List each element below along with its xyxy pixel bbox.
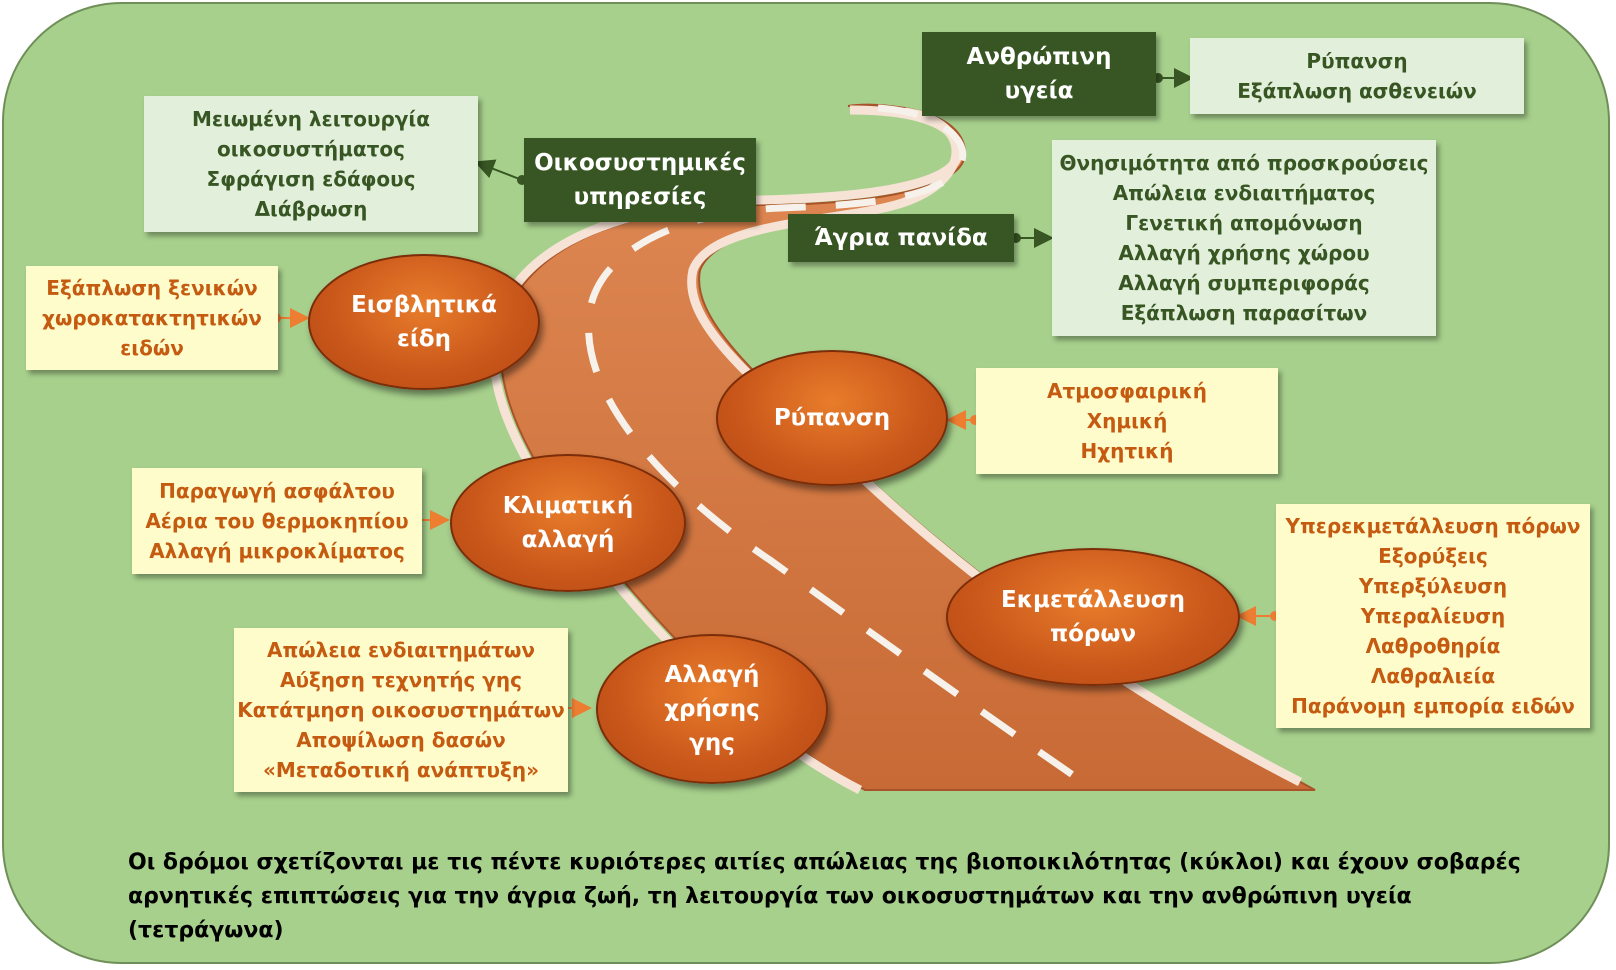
impact-health-details: Ρύπανση Εξάπλωση ασθενειών xyxy=(1190,38,1524,114)
detail-line: Θνησιμότητα από προσκρούσεις xyxy=(1059,151,1429,175)
detail-line: Ηχητική xyxy=(1080,439,1174,463)
impact-label-line: Οικοσυστημικές xyxy=(534,150,746,176)
cause-label-line: Κλιματική xyxy=(502,493,634,519)
detail-line: Χημική xyxy=(1086,409,1168,433)
caption-line: αρνητικές επιπτώσεις για την άγρια ζωή, … xyxy=(128,884,1412,943)
impact-human-health: Ανθρώπινη υγεία xyxy=(922,32,1156,116)
cause-landuse-details: Απώλεια ενδιαιτημάτων Αύξηση τεχνητής γη… xyxy=(234,628,568,792)
cause-exploitation-details: Υπερεκμετάλλευση πόρων Εξορύξεις Υπερξύλ… xyxy=(1276,504,1590,728)
cause-pollution: Ρύπανση xyxy=(716,350,948,486)
cause-label-line: Εκμετάλλευση xyxy=(1001,587,1185,613)
detail-line: Αέρια του θερμοκηπίου xyxy=(145,509,409,533)
detail-line: Μειωμένη λειτουργία xyxy=(192,107,430,131)
cause-label-line: Εισβλητικά xyxy=(351,292,497,318)
detail-line: Διάβρωση xyxy=(254,197,368,221)
detail-line: οικοσυστήματος xyxy=(217,137,405,161)
cause-label-line: γης xyxy=(689,730,735,756)
detail-line: «Μεταδοτική ανάπτυξη» xyxy=(262,758,540,782)
cause-climate-change: Κλιματική αλλαγή xyxy=(450,454,686,592)
cause-resource-exploitation: Εκμετάλλευση πόρων xyxy=(946,548,1240,686)
impact-label-line: υπηρεσίες xyxy=(573,184,707,210)
detail-line: Παράνομη εμπορία ειδών xyxy=(1291,694,1575,718)
cause-label-line: Αλλαγή xyxy=(664,662,760,688)
cause-land-use-change: Αλλαγή χρήσης γης xyxy=(596,634,828,784)
detail-line: Ατμοσφαιρική xyxy=(1046,379,1207,403)
detail-line: Εξάπλωση παρασίτων xyxy=(1120,301,1368,325)
impact-ecosystem-details: Μειωμένη λειτουργία οικοσυστήματος Σφράγ… xyxy=(144,96,478,232)
detail-line: Ρύπανση xyxy=(1306,49,1408,73)
impact-wildlife: Άγρια πανίδα xyxy=(788,214,1014,262)
detail-line: Γενετική απομόνωση xyxy=(1125,211,1363,235)
detail-line: Λαθροθηρία xyxy=(1365,634,1501,658)
detail-line: Υπερεκμετάλλευση πόρων xyxy=(1285,514,1581,538)
cause-label-line: χρήσης xyxy=(664,696,760,722)
impact-label-line: Άγρια πανίδα xyxy=(814,225,988,251)
detail-line: Υπερξύλευση xyxy=(1358,574,1508,598)
cause-label-line: είδη xyxy=(397,326,451,352)
detail-line: ειδών xyxy=(120,336,184,360)
cause-label-line: Ρύπανση xyxy=(773,405,891,431)
detail-line: Αλλαγή χρήσης χώρου xyxy=(1118,241,1370,265)
detail-line: Παραγωγή ασφάλτου xyxy=(159,479,395,503)
detail-line: Κατάτμηση οικοσυστημάτων xyxy=(237,698,565,722)
impact-label-line: Ανθρώπινη xyxy=(966,44,1112,70)
cause-invasive-details: Εξάπλωση ξενικών χωροκατακτητικών ειδών xyxy=(26,266,278,370)
detail-line: Απώλεια ενδιαιτήματος xyxy=(1112,181,1376,205)
detail-line: Αλλαγή συμπεριφοράς xyxy=(1118,271,1370,295)
impact-ecosystem-services: Οικοσυστημικές υπηρεσίες xyxy=(524,138,756,222)
detail-line: Εξάπλωση ασθενειών xyxy=(1237,79,1477,103)
cause-pollution-details: Ατμοσφαιρική Χημική Ηχητική xyxy=(976,368,1278,474)
cause-label-line: πόρων xyxy=(1049,621,1137,647)
detail-line: Αποψίλωση δασών xyxy=(296,728,506,752)
detail-line: Εξορύξεις xyxy=(1378,544,1488,568)
detail-line: χωροκατακτητικών xyxy=(42,306,262,330)
impact-wildlife-details: Θνησιμότητα από προσκρούσεις Απώλεια ενδ… xyxy=(1052,140,1436,336)
caption-line: Οι δρόμοι σχετίζονται με τις πέντε κυριό… xyxy=(128,850,1521,875)
cause-climate-details: Παραγωγή ασφάλτου Αέρια του θερμοκηπίου … xyxy=(132,468,422,574)
impact-label-line: υγεία xyxy=(1004,78,1074,104)
cause-label-line: αλλαγή xyxy=(521,527,615,553)
detail-line: Λαθραλιεία xyxy=(1370,664,1496,688)
figure-caption: Οι δρόμοι σχετίζονται με τις πέντε κυριό… xyxy=(128,846,1528,948)
detail-line: Σφράγιση εδάφους xyxy=(206,167,416,191)
detail-line: Υπεραλίευση xyxy=(1360,604,1506,628)
detail-line: Απώλεια ενδιαιτημάτων xyxy=(266,638,536,662)
cause-invasive-species: Εισβλητικά είδη xyxy=(308,254,540,390)
road-center-dash xyxy=(585,104,1082,783)
detail-line: Αλλαγή μικροκλίματος xyxy=(149,539,405,563)
detail-line: Αύξηση τεχνητής γης xyxy=(279,668,522,692)
detail-line: Εξάπλωση ξενικών xyxy=(46,276,258,300)
